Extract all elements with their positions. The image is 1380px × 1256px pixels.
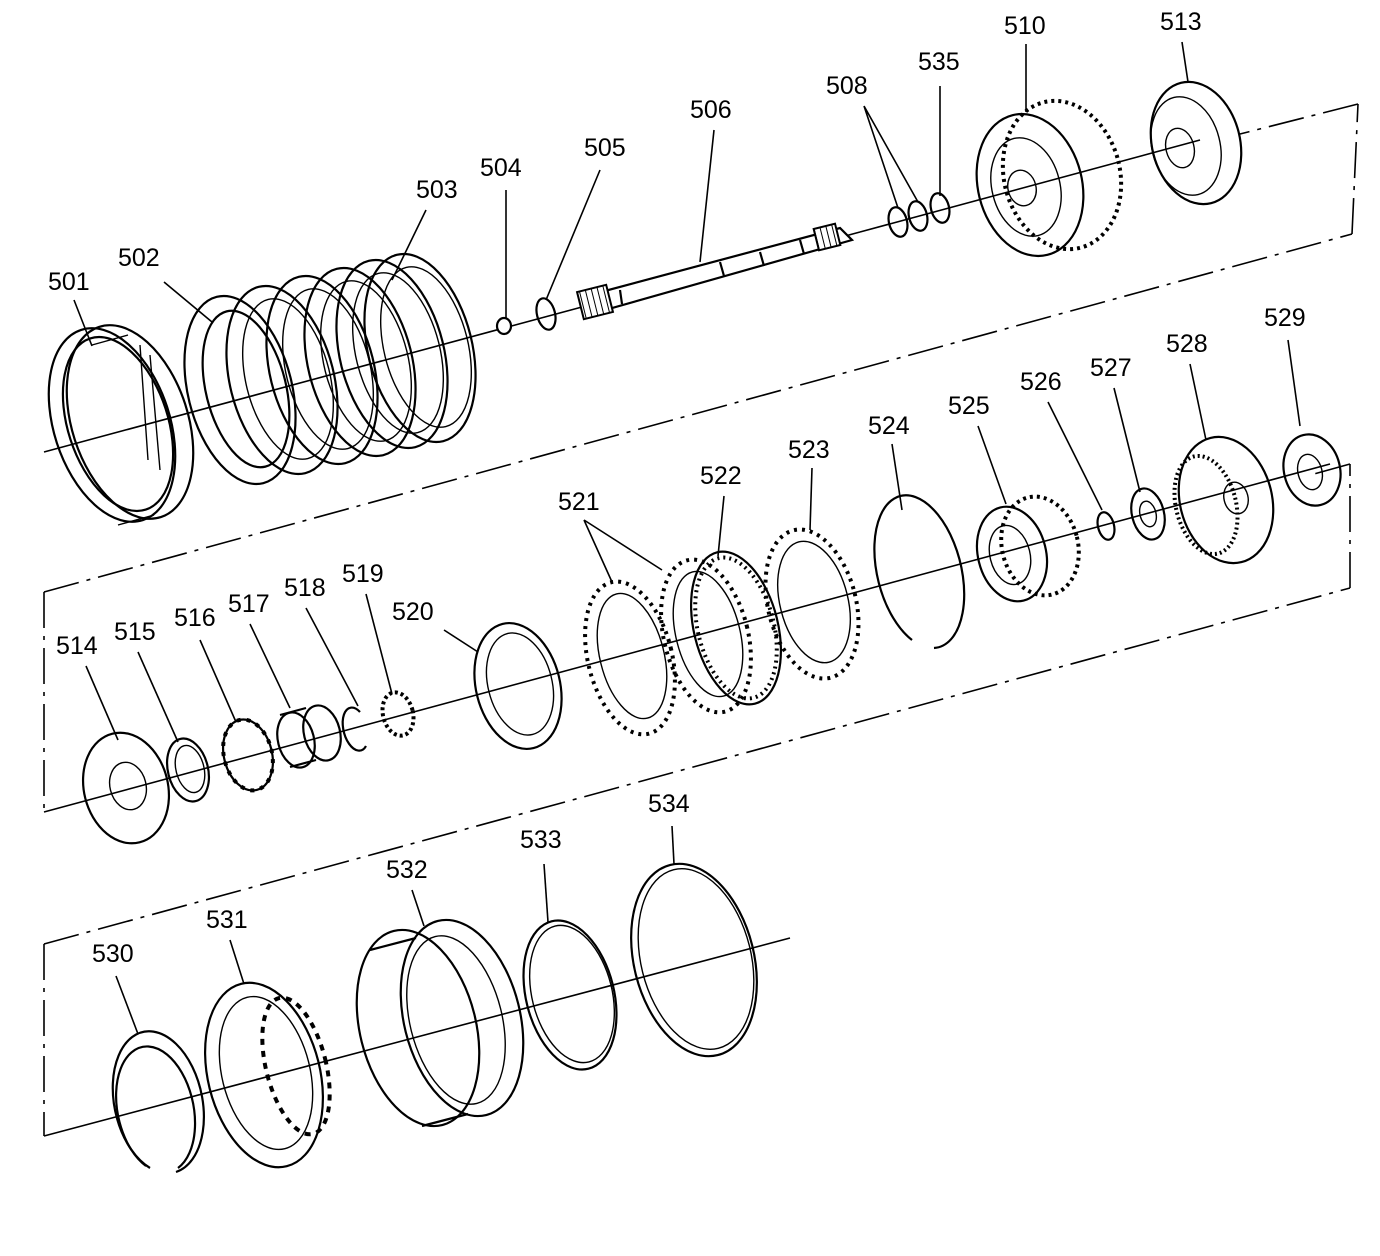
callout-523: 523: [788, 436, 830, 464]
part-505-seal-ring: [535, 297, 557, 331]
part-526-snap-ring: [1096, 511, 1116, 541]
part-513-cover: [1149, 80, 1243, 206]
callout-526: 526: [1020, 368, 1062, 396]
part-524-snap-ring: [873, 494, 966, 650]
callout-532: 532: [386, 856, 428, 884]
part-521-clutch-plates: [583, 557, 753, 737]
part-527-thrust-washer: [1130, 487, 1166, 541]
part-535-sealing-ring: [929, 192, 951, 224]
part-525-planetary-carrier: [975, 494, 1081, 603]
callout-521: 521: [558, 488, 600, 516]
part-532-piston-housing: [355, 918, 525, 1128]
callouts: 501 502 503 504 505 506 508 535 510 513 …: [48, 8, 1306, 968]
part-508-sealing-rings: [887, 200, 929, 238]
callout-533: 533: [520, 826, 562, 854]
part-531-spring-assembly: [203, 981, 332, 1169]
callout-528: 528: [1166, 330, 1208, 358]
part-534-seal: [630, 862, 758, 1058]
callout-503: 503: [416, 176, 458, 204]
callout-535: 535: [918, 48, 960, 76]
callout-522: 522: [700, 462, 742, 490]
part-516-sprag: [221, 717, 275, 793]
part-528-ring-gear: [1172, 435, 1275, 565]
part-519-gear: [380, 690, 416, 738]
part-515-thrust-washer: [166, 737, 210, 803]
part-502-clutch-plate-set: [183, 274, 379, 486]
callout-534: 534: [648, 790, 690, 818]
center-axes: [43, 139, 1331, 1137]
callout-524: 524: [868, 412, 910, 440]
part-510-gear-drum: [975, 98, 1124, 258]
leader-lines: [73, 41, 1301, 1035]
part-504-plug: [495, 316, 513, 336]
part-506-input-shaft: [575, 222, 855, 321]
part-503-clutch-plate-set: [303, 252, 477, 458]
callout-502: 502: [118, 244, 160, 272]
part-529-thrust-plate: [1282, 433, 1342, 507]
callout-518: 518: [284, 574, 326, 602]
callout-504: 504: [480, 154, 522, 182]
callout-513: 513: [1160, 8, 1202, 36]
callout-527: 527: [1090, 354, 1132, 382]
callout-514: 514: [56, 632, 98, 660]
assembly-frame-upper: [43, 103, 1359, 593]
part-501-clutch-housing: [47, 324, 195, 526]
callout-515: 515: [114, 618, 156, 646]
callout-529: 529: [1264, 304, 1306, 332]
callout-517: 517: [228, 590, 270, 618]
callout-531: 531: [206, 906, 248, 934]
part-520-thrust-plate: [473, 621, 563, 751]
callout-508: 508: [826, 72, 868, 100]
callout-516: 516: [174, 604, 216, 632]
part-522-clutch-plate: [689, 550, 783, 706]
callout-506: 506: [690, 96, 732, 124]
part-514-spring-plate: [81, 731, 171, 845]
part-533-seal: [522, 919, 618, 1071]
callout-530: 530: [92, 940, 134, 968]
callout-520: 520: [392, 598, 434, 626]
part-518-snap-ring: [341, 706, 367, 752]
assembly-frame-middle: [43, 463, 1351, 945]
part-530-snap-ring: [111, 1030, 205, 1174]
callout-505: 505: [584, 134, 626, 162]
callout-501: 501: [48, 268, 90, 296]
callout-510: 510: [1004, 12, 1046, 40]
callout-519: 519: [342, 560, 384, 588]
part-517-bearing-race: [276, 704, 342, 769]
callout-525: 525: [948, 392, 990, 420]
